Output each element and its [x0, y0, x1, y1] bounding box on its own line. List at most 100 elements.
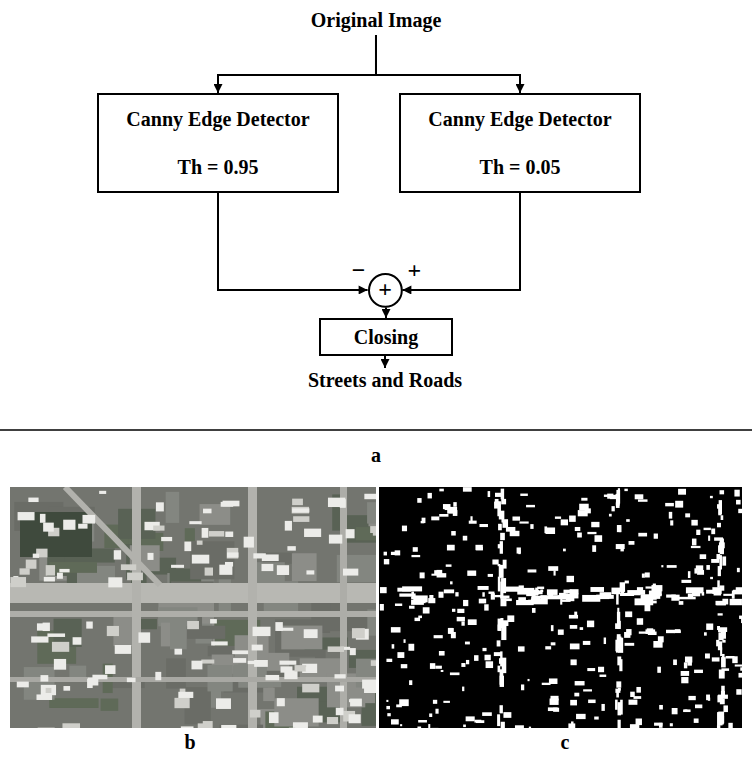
edge-speck [679, 597, 696, 599]
building [277, 698, 285, 706]
building [63, 686, 70, 691]
edge-speck [618, 638, 623, 653]
edge-speck [408, 644, 414, 651]
edge-speck [625, 643, 635, 646]
edge-speck [587, 621, 594, 628]
edge-speck [617, 525, 622, 532]
edge-speck [594, 535, 602, 542]
edge-speck [639, 631, 648, 633]
edge-speck [717, 523, 721, 527]
edge-speck [457, 609, 464, 613]
edge-speck [447, 507, 457, 514]
edge-speck [443, 701, 450, 703]
edge-speck [734, 490, 739, 497]
edge-speck [422, 518, 426, 523]
edge-speck [598, 667, 604, 672]
edge-speck [446, 564, 452, 566]
edge-speck [694, 718, 699, 722]
edge-speck [711, 559, 719, 563]
ground-patch [200, 504, 231, 525]
edge-speck [501, 499, 506, 504]
edge-speck [441, 670, 444, 672]
edge-speck [435, 666, 442, 669]
node-text: Closing [354, 326, 418, 349]
edge-speck [482, 712, 492, 716]
building [174, 698, 189, 708]
building [336, 708, 344, 715]
building [295, 665, 307, 671]
edge-speck [401, 664, 408, 668]
building [371, 660, 376, 666]
edge-speck [706, 623, 713, 629]
edge-speck [619, 659, 622, 671]
edge-speck [500, 705, 503, 713]
flow-arrow [384, 356, 386, 368]
building [181, 726, 194, 728]
building [304, 529, 321, 537]
photo-ground [10, 487, 376, 728]
edge-speck [720, 538, 724, 554]
edge-speck [491, 593, 495, 599]
edge-speck [546, 527, 556, 534]
edge-speck [500, 582, 503, 597]
edge-speck [736, 689, 741, 695]
building [328, 646, 344, 652]
building [47, 633, 65, 637]
edge-speck [695, 704, 702, 708]
edge-speck [499, 565, 504, 578]
ground-patch [190, 541, 234, 579]
edge-speck [653, 584, 656, 589]
edge-speck [684, 662, 687, 668]
building [352, 628, 365, 638]
edge-speck [450, 581, 453, 584]
edge-speck [528, 600, 541, 604]
flow-arrow [385, 307, 387, 318]
edge-speck [397, 652, 404, 658]
edge-speck [529, 727, 531, 728]
edge-speck [488, 592, 494, 594]
edge-speck [409, 680, 412, 685]
edge-speck [615, 689, 620, 693]
building [340, 499, 346, 508]
edge-speck [683, 709, 690, 712]
ground-patch [49, 698, 98, 708]
edge-speck [528, 679, 530, 681]
edge-speck [478, 586, 489, 590]
building [313, 716, 323, 723]
edge-speck [575, 527, 581, 531]
edge-speck [380, 587, 387, 593]
building [328, 498, 345, 507]
edge-speck [574, 693, 579, 697]
terminal-text: Streets and Roads [305, 368, 465, 393]
edge-speck [640, 590, 645, 595]
edge-speck [468, 619, 477, 625]
ground-patch [263, 688, 274, 701]
edge-speck [431, 728, 438, 729]
ground-patch [49, 562, 97, 573]
building [40, 514, 46, 523]
building [292, 499, 303, 506]
building [362, 680, 376, 689]
edge-speck [526, 505, 535, 507]
building [37, 623, 47, 630]
edge-speck [721, 515, 724, 520]
building [115, 645, 132, 654]
edge-speck [520, 494, 528, 496]
edge-speck [657, 667, 661, 673]
edge-speck [488, 574, 493, 577]
building [86, 621, 93, 628]
edge-speck [418, 720, 427, 723]
edge-speck [462, 687, 464, 692]
edge-speck [607, 494, 613, 499]
edge-speck [548, 707, 558, 711]
edge-speck [661, 565, 663, 567]
edge-speck [718, 505, 721, 515]
edge-speck [402, 526, 407, 532]
building [202, 528, 209, 538]
edge-speck [629, 700, 638, 705]
edge-speck [616, 544, 625, 549]
building [221, 725, 236, 728]
edge-speck [380, 604, 384, 611]
sign-label: + [408, 257, 422, 285]
edge-speck [704, 528, 711, 530]
